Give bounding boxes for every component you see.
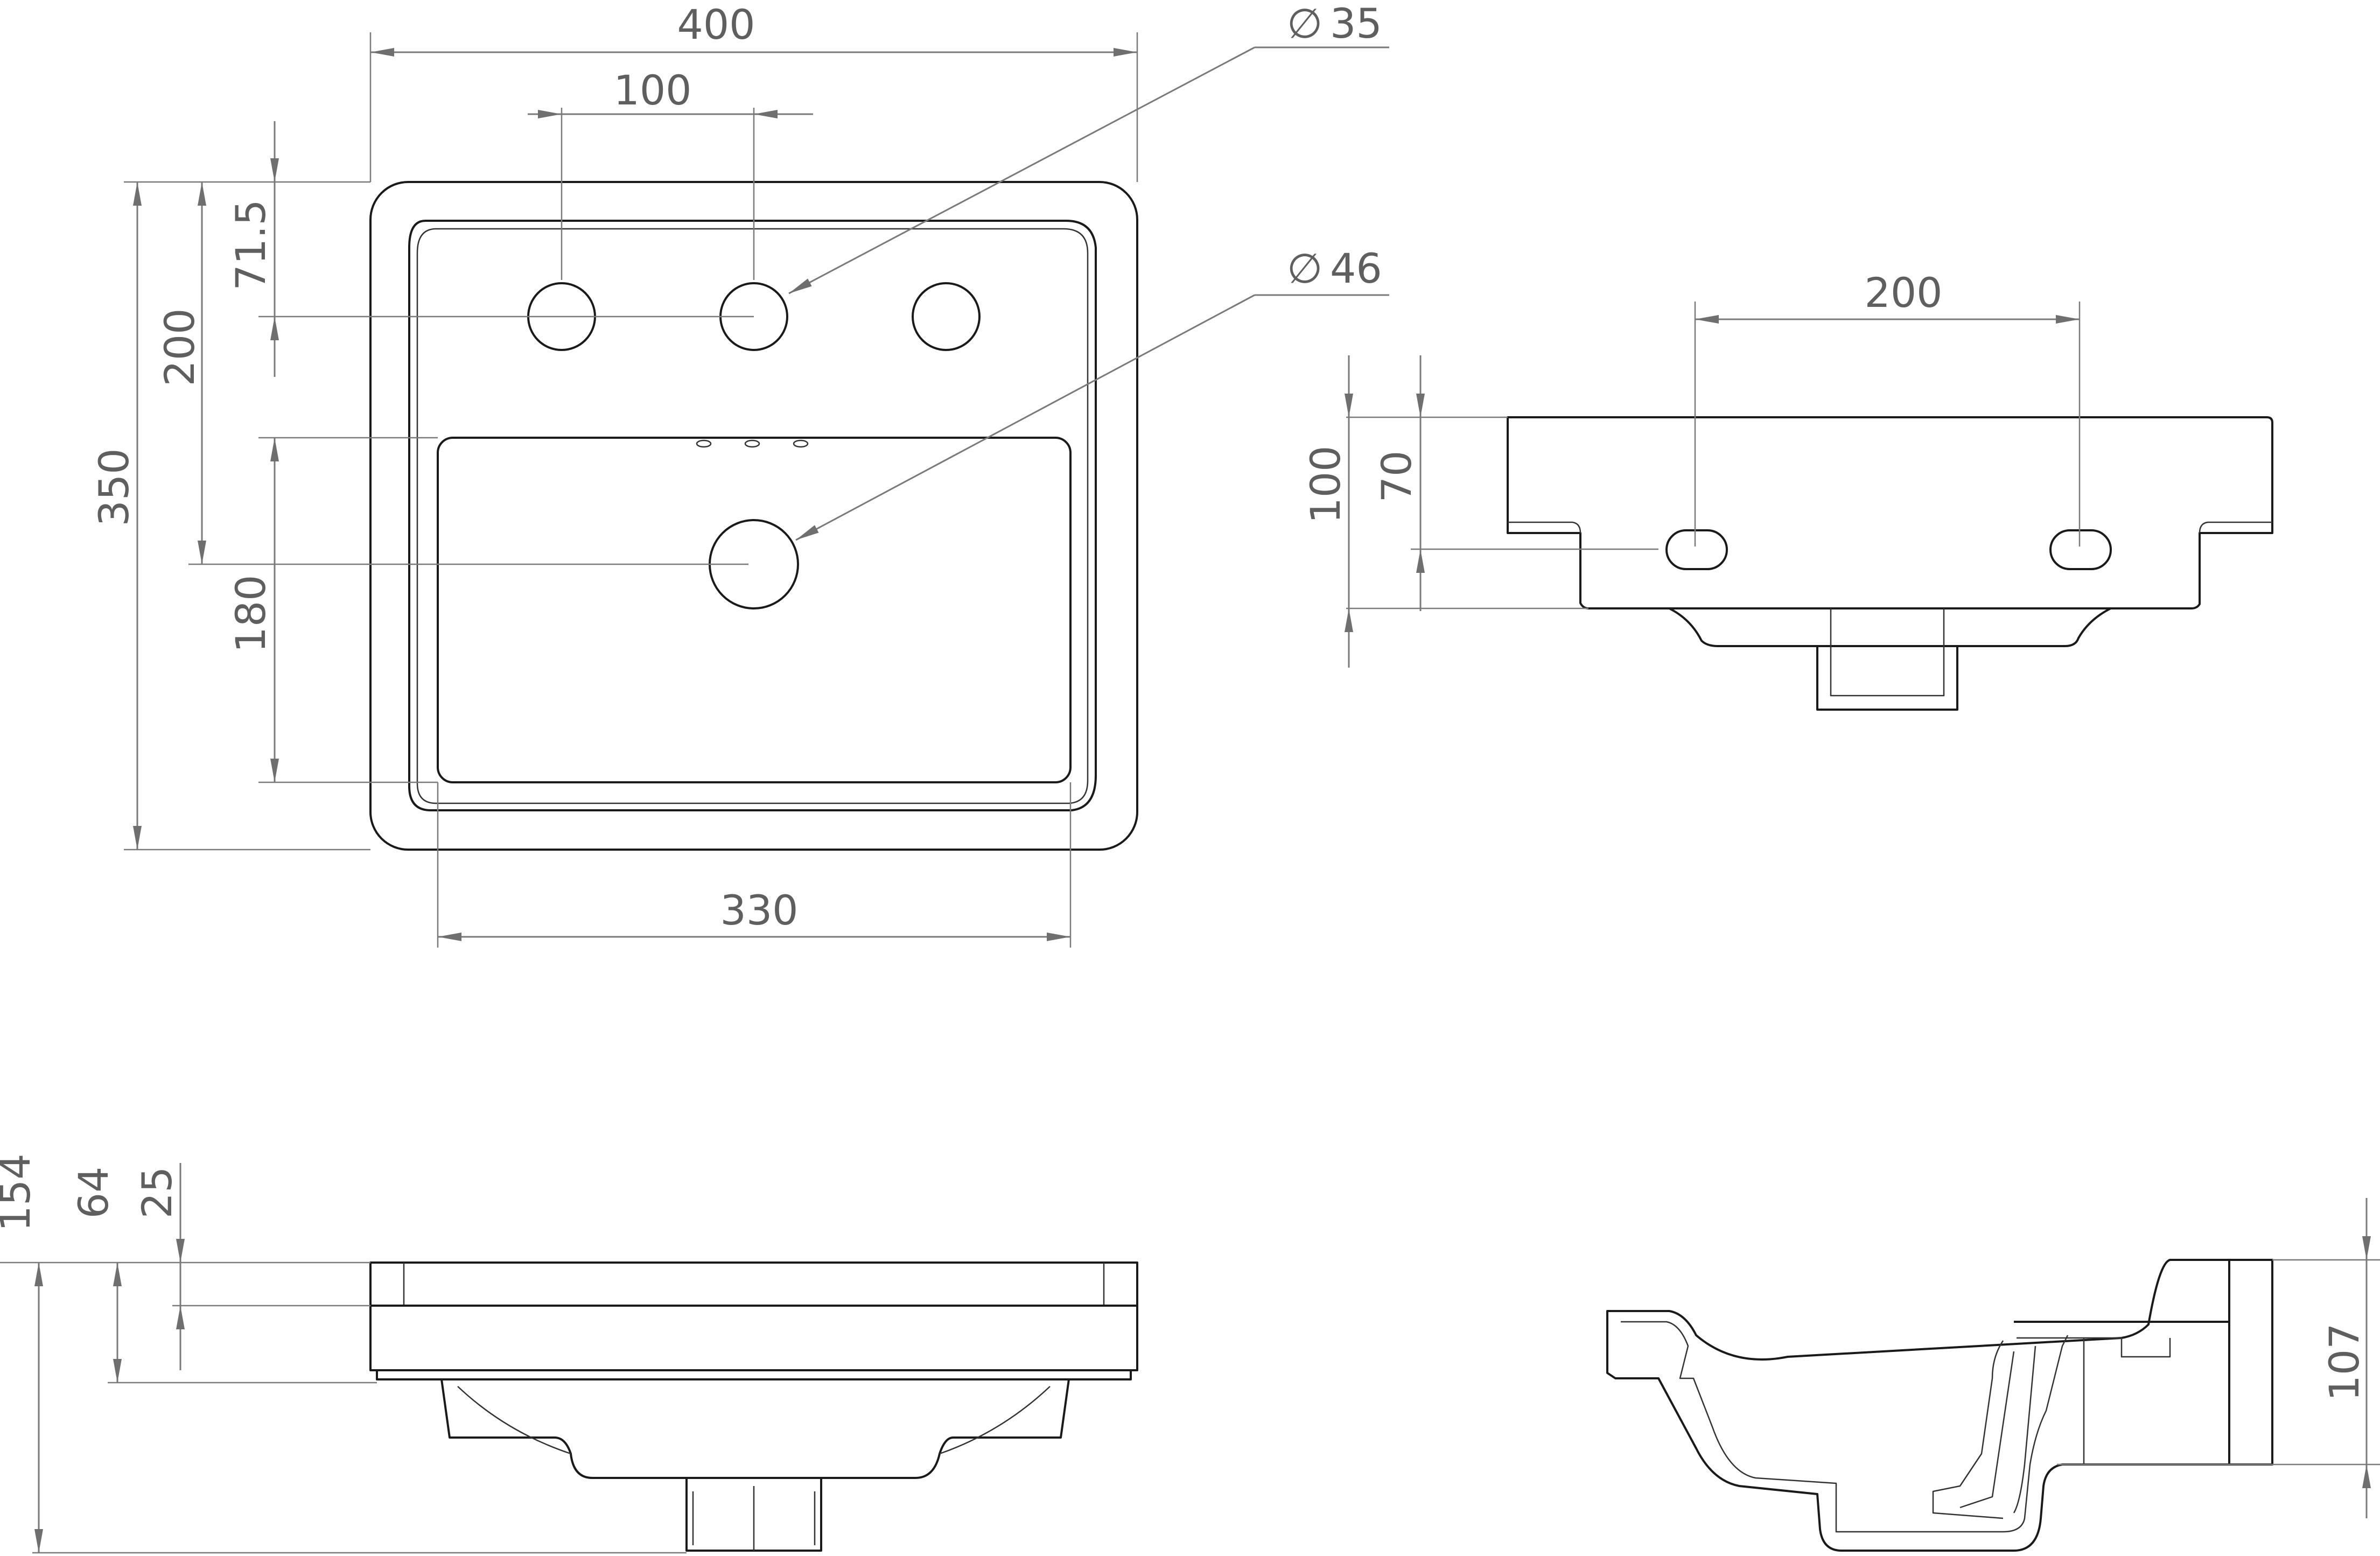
overflow-slot [793, 439, 809, 448]
front-rim [369, 1261, 1138, 1371]
overflow-slot [744, 439, 760, 448]
label-bracket-height: 70 [1373, 451, 1420, 503]
side-view: 107 [1606, 1198, 2380, 1552]
label-bowl-width: 330 [720, 886, 798, 934]
label-wall-height: 107 [2320, 1323, 2368, 1401]
label-waste-offset: 200 [156, 308, 204, 386]
bracket-slot-left [1665, 529, 1728, 570]
label-overall-width: 400 [677, 1, 755, 48]
label-top-band: 25 [133, 1167, 181, 1219]
label-tap-hole-diameter: 35 [1330, 0, 1382, 47]
label-rim-height: 64 [69, 1167, 117, 1219]
side-profile-outer [1606, 1259, 2273, 1552]
bracket-slot-right [2049, 529, 2112, 570]
rear-body [1507, 416, 2273, 609]
label-tap-spacing: 100 [613, 66, 691, 114]
label-overall-depth: 350 [90, 448, 138, 526]
bowl-outline [437, 437, 1072, 783]
rear-lip-left [1508, 521, 1581, 534]
label-waste-hole-diameter: 46 [1330, 244, 1382, 292]
top-view: 400 100 71.5 200 350 180 330 ∅ 35 ∅ 46 [90, 0, 1389, 948]
deck-outline [408, 220, 1097, 811]
rear-view: 200 100 70 [1301, 269, 2273, 711]
front-view: 154 64 25 [0, 1153, 1138, 1554]
label-total-height: 154 [0, 1153, 39, 1231]
side-profile-inner [1621, 1321, 2069, 1533]
label-rear-overall-height: 100 [1301, 445, 1349, 523]
deck-inner-outline [416, 228, 1089, 804]
front-rim-bottom [376, 1370, 1132, 1380]
label-bowl-depth: 180 [227, 574, 275, 653]
rear-underside [1669, 607, 2111, 647]
diameter-symbol-46: ∅ [1287, 244, 1322, 292]
rear-lip-right [2199, 521, 2272, 534]
overflow-slot [696, 439, 712, 448]
rear-waste-outlet [1816, 646, 1958, 711]
tap-hole-right [912, 282, 981, 351]
diameter-symbol-35: ∅ [1287, 0, 1322, 47]
label-bracket-spacing: 200 [1864, 269, 1942, 317]
label-tap-row-offset: 71.5 [227, 199, 275, 290]
front-bowl [440, 1379, 1070, 1479]
